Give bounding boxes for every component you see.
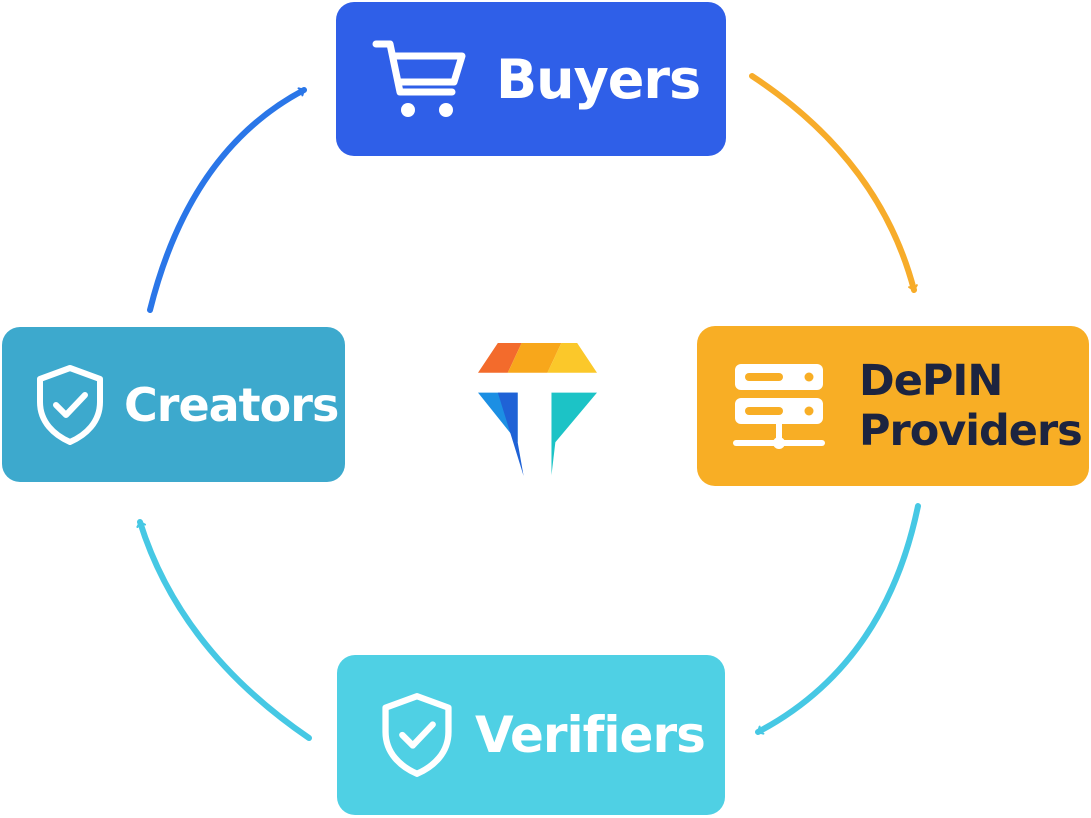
node-buyers: Buyers	[336, 2, 726, 156]
node-creators: Creators	[2, 327, 345, 482]
shield-check-icon	[379, 692, 455, 778]
edge-buyers-to-depin	[749, 73, 918, 293]
logo-stem	[523, 392, 552, 476]
edge-verifiers-to-creators	[136, 519, 312, 741]
node-verifiers-label: Verifiers	[475, 706, 706, 764]
node-depin-label-line2: Providers	[859, 406, 1083, 456]
node-buyers-label: Buyers	[496, 47, 701, 111]
shopping-cart-icon	[372, 36, 468, 122]
edge-creators-to-buyers	[147, 87, 307, 313]
logo-facet	[507, 343, 562, 373]
edge-depin-to-verifiers	[755, 503, 921, 735]
logo-facet	[551, 392, 597, 476]
logo-facet	[547, 343, 597, 373]
node-creators-label: Creators	[124, 377, 339, 432]
node-verifiers: Verifiers	[337, 655, 725, 815]
node-depin-providers: DePIN Providers	[697, 326, 1089, 486]
node-depin-label: DePIN Providers	[859, 356, 1083, 456]
logo-facet	[497, 392, 524, 476]
node-depin-label-line1: DePIN	[859, 356, 1003, 406]
shield-check-icon	[34, 364, 106, 446]
logo-facet	[478, 343, 522, 373]
diamond-logo-icon	[478, 343, 597, 476]
server-icon	[731, 358, 827, 454]
